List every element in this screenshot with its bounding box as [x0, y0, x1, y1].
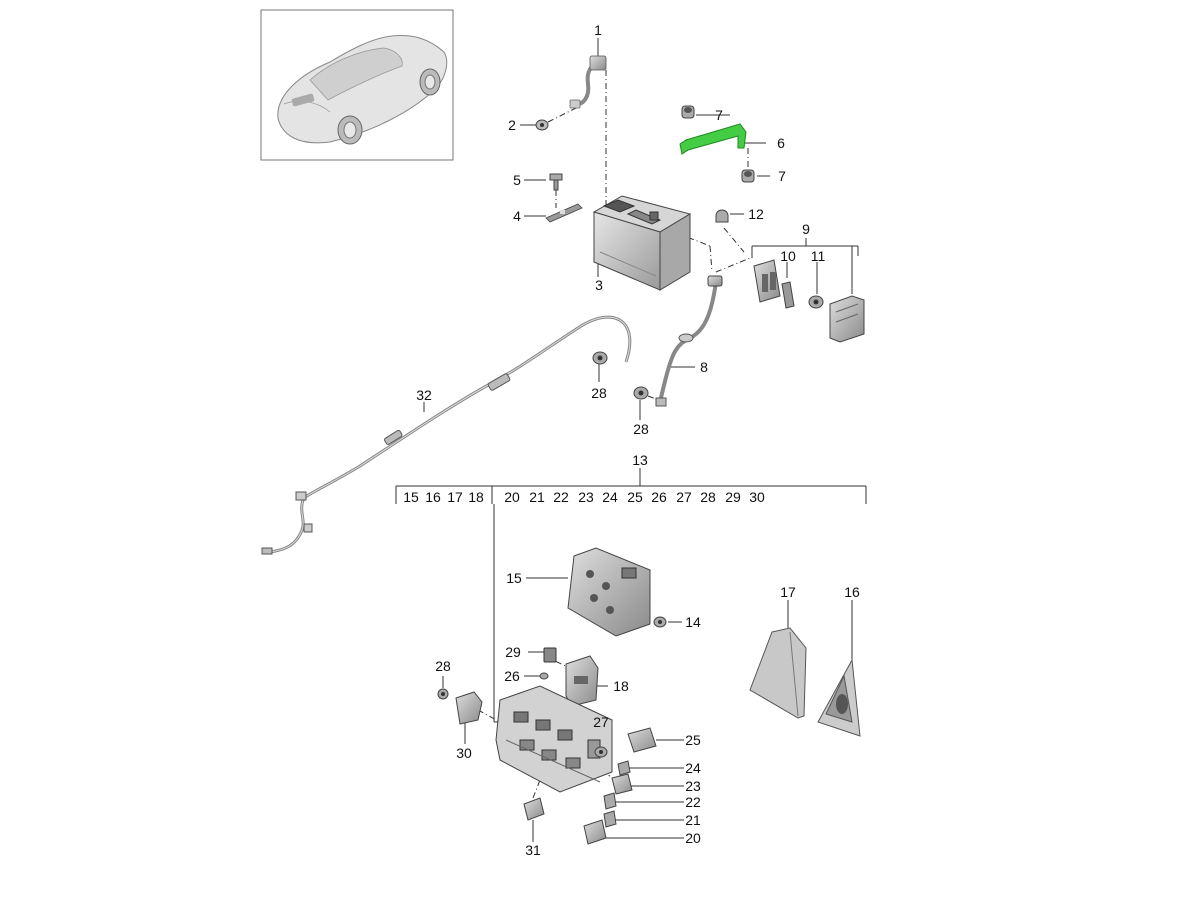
group13-item-30[interactable]: 30 — [749, 489, 765, 505]
group13-item-20[interactable]: 20 — [504, 489, 520, 505]
hold-down-clamp-part — [545, 203, 583, 223]
relay-part-25 — [627, 727, 657, 753]
screw-part-26 — [539, 672, 549, 680]
cover-part-16 — [817, 658, 861, 737]
ground-cable-part — [655, 275, 723, 407]
grommet-part-c — [437, 688, 449, 700]
nut-part-14 — [653, 616, 667, 628]
callout-2[interactable]: 2 — [508, 117, 516, 133]
battery-cable-part — [569, 55, 607, 109]
long-battery-cable-part — [261, 315, 632, 555]
car-overview-thumbnail — [260, 9, 454, 161]
relay-part-29 — [543, 647, 557, 663]
leader-lines — [395, 38, 867, 842]
nut-part — [535, 119, 549, 131]
relay-part-22 — [603, 792, 617, 810]
callout-20[interactable]: 20 — [685, 830, 701, 846]
callout-7b[interactable]: 7 — [778, 168, 786, 184]
control-module-part — [829, 295, 865, 343]
relay-part-21 — [603, 810, 617, 828]
callout-23[interactable]: 23 — [685, 778, 701, 794]
callout-28b[interactable]: 28 — [633, 421, 649, 437]
group13-item-28[interactable]: 28 — [700, 489, 716, 505]
callout-30[interactable]: 30 — [456, 745, 472, 761]
highlighted-ground-strap-part — [679, 123, 747, 155]
callout-27[interactable]: 27 — [593, 714, 609, 730]
relay-part-24 — [617, 760, 631, 776]
relay-part-30 — [455, 691, 483, 725]
group13-item-21[interactable]: 21 — [529, 489, 545, 505]
group13-item-15[interactable]: 15 — [403, 489, 419, 505]
relay-part-23 — [611, 773, 633, 795]
callout-4[interactable]: 4 — [513, 208, 521, 224]
cover-part-17 — [749, 627, 807, 719]
callout-29[interactable]: 29 — [505, 644, 521, 660]
callout-21[interactable]: 21 — [685, 812, 701, 828]
callout-31[interactable]: 31 — [525, 842, 541, 858]
group13-item-27[interactable]: 27 — [676, 489, 692, 505]
nut-bottom-part — [741, 169, 755, 183]
battery-part — [592, 195, 692, 291]
bracket-part-10 — [781, 281, 795, 309]
callout-8[interactable]: 8 — [700, 359, 708, 375]
callout-28a[interactable]: 28 — [591, 385, 607, 401]
callout-1[interactable]: 1 — [594, 22, 602, 38]
callout-16[interactable]: 16 — [844, 584, 860, 600]
relay-part-31 — [523, 797, 545, 821]
callout-18[interactable]: 18 — [613, 678, 629, 694]
nut-top-part — [681, 105, 695, 119]
clip-part — [715, 209, 729, 223]
group13-item-29[interactable]: 29 — [725, 489, 741, 505]
group13-item-16[interactable]: 16 — [425, 489, 441, 505]
callout-9[interactable]: 9 — [802, 221, 810, 237]
callout-32[interactable]: 32 — [416, 387, 432, 403]
grommet-part-a — [592, 351, 608, 365]
group13-item-18[interactable]: 18 — [468, 489, 484, 505]
group13-item-22[interactable]: 22 — [553, 489, 569, 505]
callout-10[interactable]: 10 — [780, 248, 796, 264]
callout-6[interactable]: 6 — [777, 135, 785, 151]
nut-part-11 — [808, 295, 824, 309]
relay-bracket-part — [753, 259, 781, 303]
relay-carrier-part-18 — [565, 655, 599, 707]
callout-26[interactable]: 26 — [504, 668, 520, 684]
nut-part-27 — [594, 746, 608, 758]
group13-item-23[interactable]: 23 — [578, 489, 594, 505]
callout-14[interactable]: 14 — [685, 614, 701, 630]
callout-25[interactable]: 25 — [685, 732, 701, 748]
callout-5[interactable]: 5 — [513, 172, 521, 188]
fuse-box-part — [567, 547, 651, 637]
callout-11[interactable]: 11 — [810, 248, 826, 264]
callout-22[interactable]: 22 — [685, 794, 701, 810]
callout-7a[interactable]: 7 — [715, 107, 723, 123]
main-relay-board-part — [495, 685, 613, 793]
relay-part-20 — [583, 819, 607, 845]
grommet-part-b — [633, 386, 649, 400]
bolt-part — [549, 173, 563, 191]
callout-3[interactable]: 3 — [595, 277, 603, 293]
callout-17[interactable]: 17 — [780, 584, 796, 600]
callout-15[interactable]: 15 — [506, 570, 522, 586]
callout-28c[interactable]: 28 — [435, 658, 451, 674]
callout-24[interactable]: 24 — [685, 760, 701, 776]
group13-item-26[interactable]: 26 — [651, 489, 667, 505]
callout-13[interactable]: 13 — [632, 452, 648, 468]
group13-item-24[interactable]: 24 — [602, 489, 618, 505]
group13-item-17[interactable]: 17 — [447, 489, 463, 505]
callout-12[interactable]: 12 — [748, 206, 764, 222]
group13-item-25[interactable]: 25 — [627, 489, 643, 505]
